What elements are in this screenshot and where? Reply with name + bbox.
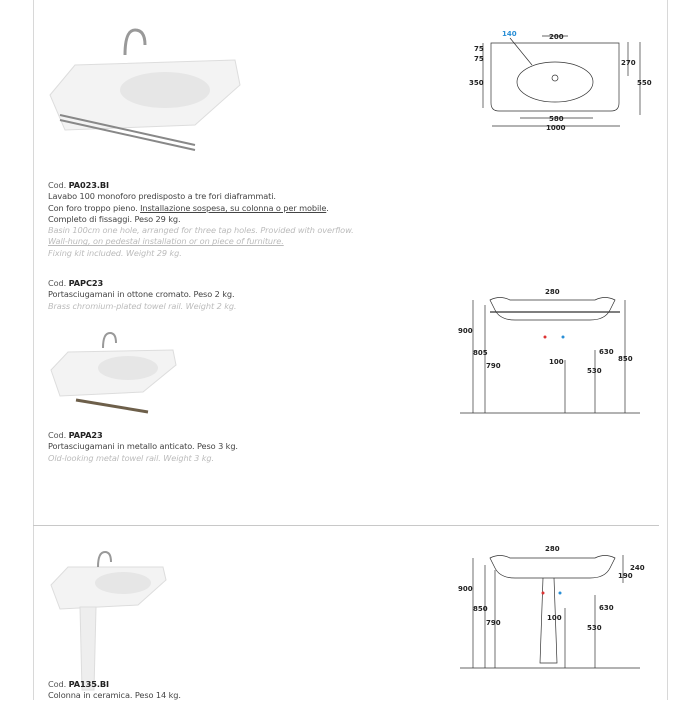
svg-text:790: 790 <box>486 619 501 627</box>
svg-text:530: 530 <box>587 367 602 375</box>
svg-text:530: 530 <box>587 624 602 632</box>
basin-photo-2 <box>50 331 177 414</box>
svg-text:140: 140 <box>502 30 517 38</box>
svg-text:630: 630 <box>599 604 614 612</box>
product-pa135: Cod. PA135.BI Colonna in ceramica. Peso … <box>48 679 181 701</box>
installation-link[interactable]: Installazione sospesa, su colonna o per … <box>140 202 327 213</box>
svg-text:100: 100 <box>549 358 564 366</box>
svg-text:190: 190 <box>618 572 633 580</box>
technical-drawing-pedestal: 280 240 190 900 850 790 100 630 530 <box>458 545 645 669</box>
svg-text:270: 270 <box>621 59 636 67</box>
svg-text:900: 900 <box>458 327 473 335</box>
svg-text:805: 805 <box>473 349 488 357</box>
page-border-left <box>33 0 34 700</box>
svg-text:280: 280 <box>545 288 560 296</box>
svg-text:1000: 1000 <box>546 124 566 132</box>
svg-text:850: 850 <box>618 355 633 363</box>
product-papa23: Cod. PAPA23 Portasciugamani in metallo a… <box>48 430 238 463</box>
svg-text:200: 200 <box>549 33 564 41</box>
page-border-right <box>667 0 668 700</box>
technical-drawing-wall-hung: 280 900 805 790 100 630 530 850 <box>458 288 640 414</box>
svg-text:580: 580 <box>549 115 564 123</box>
svg-text:850: 850 <box>473 605 488 613</box>
svg-text:75: 75 <box>474 55 484 63</box>
svg-text:350: 350 <box>469 79 484 87</box>
svg-text:550: 550 <box>637 79 652 87</box>
basin-photo-1 <box>49 28 241 151</box>
svg-text:240: 240 <box>630 564 645 572</box>
product-papc23: Cod. PAPC23 Portasciugamani in ottone cr… <box>48 278 237 311</box>
svg-text:790: 790 <box>486 362 501 370</box>
svg-text:900: 900 <box>458 585 473 593</box>
svg-text:100: 100 <box>547 614 562 622</box>
section-divider <box>33 525 659 526</box>
basin-pedestal-photo <box>50 550 167 691</box>
svg-text:630: 630 <box>599 348 614 356</box>
svg-text:280: 280 <box>545 545 560 553</box>
product-pa023: Cod. PA023.BI Lavabo 100 monoforo predis… <box>48 180 354 258</box>
technical-drawing-top-view: 140 200 75 75 350 270 550 580 1000 <box>469 30 652 132</box>
svg-text:75: 75 <box>474 45 484 53</box>
